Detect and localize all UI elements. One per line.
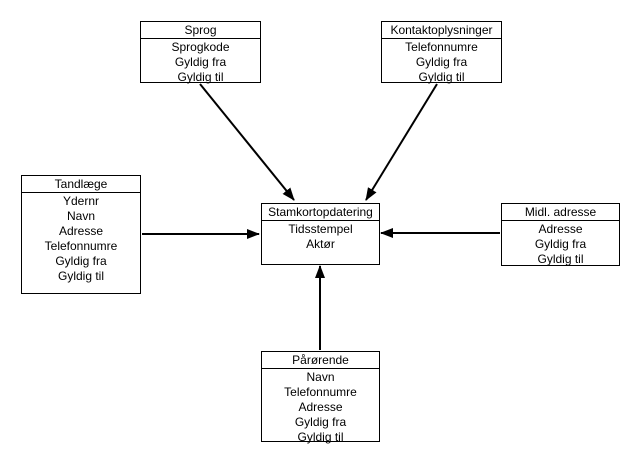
entity-title: Tandlæge (22, 176, 140, 193)
entity-attribute: Telefonnumre (44, 239, 118, 253)
entity-paaroerende: Pårørende Navn Telefonnumre Adresse Gyld… (261, 351, 380, 445)
entity-attribute-list: Navn Telefonnumre Adresse Gyldig fra Gyl… (262, 369, 379, 445)
entity-attribute: Gyldig fra (534, 237, 587, 251)
entity-attribute-list: Ydernr Navn Adresse Telefonnumre Gyldig … (22, 193, 140, 284)
entity-attribute: Telefonnumre (284, 385, 357, 399)
entity-attribute: Gyldig til (297, 430, 344, 444)
entity-attribute: Gyldig til (57, 269, 104, 283)
entity-attribute: Gyldig fra (174, 55, 227, 69)
entity-attribute: Gyldig fra (415, 55, 468, 69)
arrow-sprog-to-stamkortopdatering (199, 83, 295, 201)
entity-attribute: Tidsstempel (288, 222, 353, 236)
entity-attribute: Gyldig til (537, 252, 584, 266)
entity-title: Stamkortopdatering (262, 204, 379, 221)
entity-attribute: Telefonnumre (405, 40, 478, 54)
entity-attribute-list: Tidsstempel Aktør (262, 221, 379, 252)
entity-attribute: Gyldig til (418, 70, 465, 84)
entity-attribute: Aktør (306, 237, 335, 251)
entity-title: Sprog (141, 22, 260, 39)
entity-attribute: Ydernr (62, 194, 100, 208)
entity-sprog: Sprog Sprogkode Gyldig fra Gyldig til (140, 21, 261, 85)
entity-attribute-list: Telefonnumre Gyldig fra Gyldig til (382, 39, 501, 85)
entity-tandlaege: Tandlæge Ydernr Navn Adresse Telefonnumr… (21, 175, 141, 294)
entity-attribute: Adresse (58, 224, 104, 238)
arrow-kontaktoplysninger-to-stamkortopdatering (365, 83, 438, 201)
entity-midl-adresse: Midl. adresse Adresse Gyldig fra Gyldig … (501, 203, 620, 266)
entity-attribute: Navn (306, 370, 335, 384)
entity-attribute: Adresse (538, 222, 583, 236)
entity-attribute-list: Adresse Gyldig fra Gyldig til (502, 221, 619, 267)
entity-attribute: Navn (66, 209, 95, 223)
entity-stamkortopdatering: Stamkortopdatering Tidsstempel Aktør (261, 203, 380, 265)
entity-attribute-list: Sprogkode Gyldig fra Gyldig til (141, 39, 260, 85)
entity-kontaktoplysninger: Kontaktoplysninger Telefonnumre Gyldig f… (381, 21, 502, 85)
entity-attribute: Adresse (298, 400, 343, 414)
entity-attribute: Gyldig fra (55, 254, 107, 268)
entity-attribute: Sprogkode (171, 40, 230, 54)
entity-title: Kontaktoplysninger (382, 22, 501, 39)
entity-title: Midl. adresse (502, 204, 619, 221)
entity-attribute: Gyldig til (177, 70, 224, 84)
entity-title: Pårørende (262, 352, 379, 369)
entity-attribute: Gyldig fra (294, 415, 347, 429)
